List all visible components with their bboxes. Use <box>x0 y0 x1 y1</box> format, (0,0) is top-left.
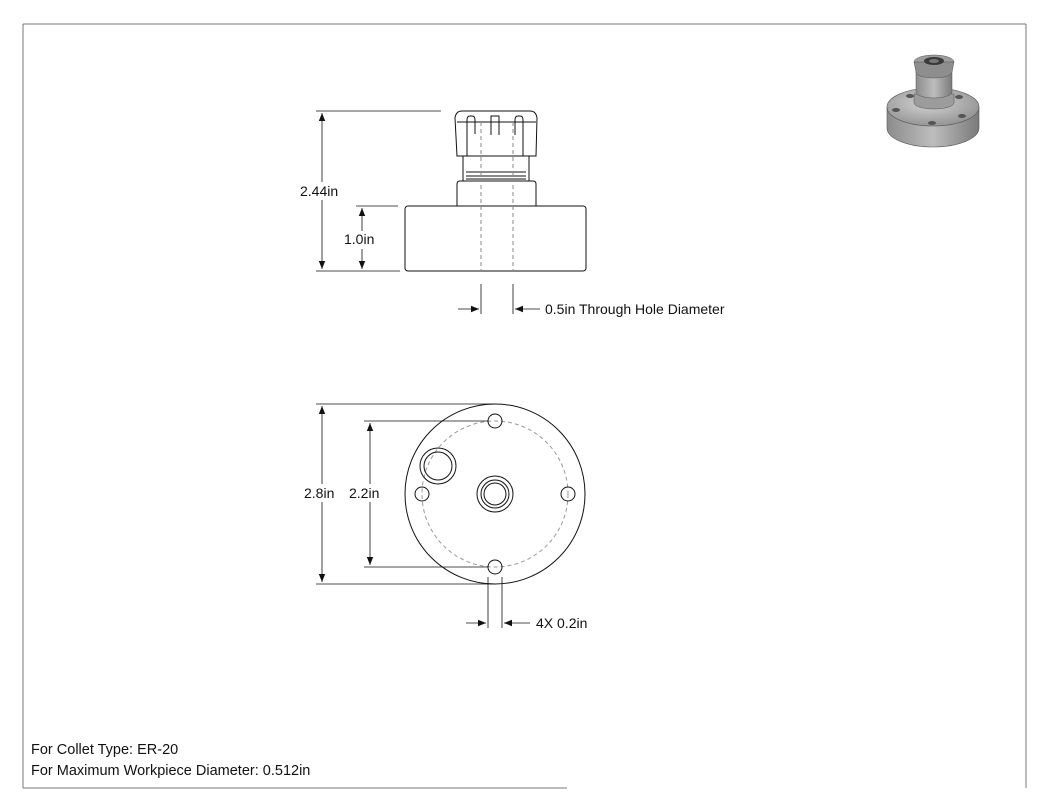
note-max-workpiece: For Maximum Workpiece Diameter: 0.512in <box>31 763 311 779</box>
nut-slot <box>490 115 500 135</box>
drawing-notes: For Collet Type: ER-20 For Maximum Workp… <box>31 740 310 782</box>
note-collet-type: For Collet Type: ER-20 <box>31 742 179 758</box>
nut-slot <box>466 115 476 156</box>
dim-mounting-holes: 4X 0.2in <box>536 615 587 631</box>
nut-cap <box>454 110 538 157</box>
dim-outer-diameter: 2.8in <box>304 485 334 501</box>
center-bore <box>476 475 514 513</box>
top-dimensions <box>316 403 530 628</box>
dim-through-hole: 0.5in Through Hole Diameter <box>545 301 725 317</box>
nut-slot <box>514 115 524 156</box>
mounting-hole <box>560 486 576 502</box>
base-body <box>404 205 587 272</box>
bolt-circle <box>421 420 569 568</box>
mounting-hole <box>414 486 430 502</box>
front-view <box>404 110 587 272</box>
top-view <box>404 403 586 585</box>
neck-step <box>456 180 537 206</box>
dim-bolt-circle: 2.2in <box>349 485 379 501</box>
isometric-preview <box>886 54 980 148</box>
sheet-border <box>22 23 1027 789</box>
nut-body <box>462 155 530 181</box>
front-dimensions <box>316 110 540 314</box>
dim-total-height: 2.44in <box>300 183 338 199</box>
offset-pocket <box>419 447 457 485</box>
outer-circle <box>404 403 586 585</box>
dim-base-height: 1.0in <box>344 231 374 247</box>
